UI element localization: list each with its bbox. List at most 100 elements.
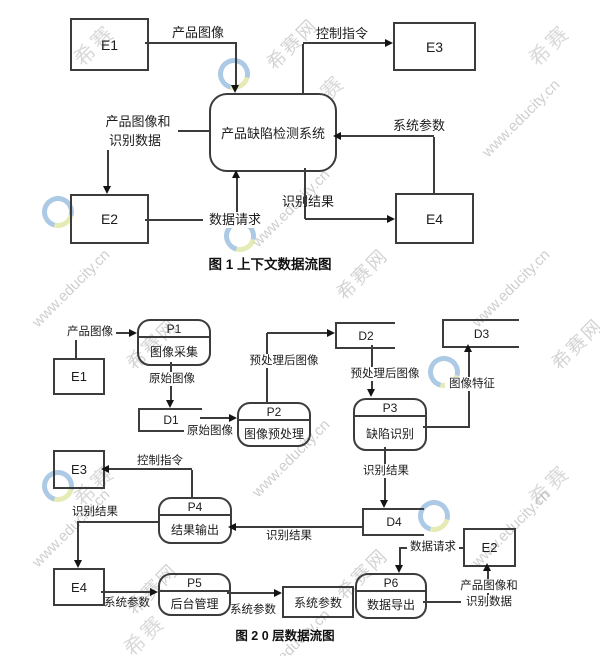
arrowhead-up-icon — [464, 344, 472, 352]
arrowhead-left-icon — [101, 465, 109, 473]
external-label: E3 — [71, 462, 87, 477]
flow-system-params-line — [433, 137, 435, 193]
process-p4: P4 结果输出 — [158, 497, 232, 544]
process-name: 图像预处理 — [243, 426, 304, 441]
flow-label: 原始图像 — [146, 372, 198, 386]
sink-system-params: 系统参数 — [282, 586, 354, 618]
process-defect-detection-system: 产品缺陷检测系统 — [209, 93, 337, 172]
flow-image-and-data-line — [107, 150, 109, 187]
flow-preprocessed-image-line — [267, 332, 327, 334]
flow-export-data-line — [423, 601, 489, 603]
store-label: D1 — [163, 413, 179, 427]
process-label: 产品缺陷检测系统 — [220, 126, 325, 141]
flow-label: 预处理后图像 — [246, 354, 322, 368]
flow-recog-result-line — [304, 168, 306, 219]
sink-label: 系统参数 — [293, 595, 342, 610]
external-e1: E1 — [70, 18, 149, 71]
arrowhead-down-icon — [166, 400, 174, 408]
external-label: E4 — [71, 579, 87, 595]
flow-label: 图像特征 — [445, 377, 499, 391]
flow-data-request-line — [236, 178, 238, 220]
flow-control-cmd-line — [302, 44, 304, 93]
flow-label: 原始图像 — [184, 424, 236, 438]
external-label: E4 — [425, 210, 444, 227]
external-label: E2 — [100, 211, 119, 227]
arrowhead-right-icon — [129, 329, 137, 337]
watermark-site: 希赛网 — [333, 245, 393, 305]
external-e2: E2 — [463, 528, 516, 567]
arrowhead-right-icon — [274, 589, 282, 597]
arrowhead-down-icon — [103, 186, 111, 194]
external-e2: E2 — [70, 194, 149, 244]
arrowhead-right-icon — [385, 39, 393, 47]
process-name: 图像采集 — [149, 344, 198, 359]
store-label: D4 — [386, 515, 402, 529]
flow-product-image-line — [145, 42, 237, 44]
external-label: E1 — [100, 36, 119, 53]
process-id: P6 — [357, 575, 425, 592]
external-e4: E4 — [395, 193, 474, 244]
arrowhead-right-icon — [327, 329, 335, 337]
flow-data-request-line — [145, 219, 237, 221]
flow-control-cmd-line — [191, 470, 193, 497]
arrowhead-down-icon — [395, 565, 403, 573]
store-d4: D4 — [362, 508, 424, 536]
arrowhead-right-icon — [387, 215, 395, 223]
watermark-url: www.educity.cn — [478, 76, 564, 161]
arrowhead-down-icon — [74, 560, 82, 568]
external-e3: E3 — [53, 450, 105, 489]
process-name: 后台管理 — [170, 596, 219, 611]
watermark-brand: 希赛 — [119, 610, 171, 656]
watermark-brand: 希赛 — [524, 460, 576, 512]
flow-system-params-line — [101, 591, 150, 593]
arrowhead-left-icon — [333, 132, 341, 140]
flow-product-image-line — [235, 44, 237, 86]
process-id: P5 — [160, 575, 229, 592]
flow-label: 数据请求 — [203, 212, 267, 228]
process-id: P1 — [139, 321, 209, 338]
process-p5: P5 后台管理 — [158, 573, 231, 616]
process-name: 数据导出 — [366, 598, 415, 612]
figure1-caption: 图 1 上下文数据流图 — [208, 257, 332, 272]
watermark-site: 希赛网 — [548, 315, 600, 375]
flow-label: 系统参数 — [104, 597, 150, 609]
external-label: E2 — [481, 540, 498, 555]
arrowhead-left-icon — [228, 523, 236, 531]
watermark-url: www.educity.cn — [28, 246, 114, 331]
process-name: 缺陷识别 — [365, 426, 414, 441]
process-p3: P3 缺陷识别 — [353, 398, 427, 451]
flow-recog-result-line — [77, 521, 158, 523]
arrowhead-up-icon — [232, 170, 240, 178]
process-name: 结果输出 — [170, 522, 219, 537]
flow-label: 识别结果 — [263, 529, 315, 543]
flow-label: 识别结果 — [72, 506, 118, 518]
flow-label: 识别结果 — [281, 194, 334, 209]
external-e4: E4 — [53, 568, 105, 606]
flow-system-params-line — [341, 135, 434, 137]
flow-label: 预处理后图像 — [347, 367, 423, 381]
flow-label: 产品图像和 — [105, 114, 171, 129]
flow-label: 产品图像 — [64, 325, 116, 339]
flow-label: 系统参数 — [392, 118, 445, 133]
store-label: D3 — [473, 326, 490, 341]
flow-label: 数据请求 — [407, 540, 459, 554]
flow-label: 控制指令 — [137, 455, 183, 467]
flow-control-cmd-line — [109, 468, 192, 470]
store-d3: D3 — [442, 319, 519, 348]
arrowhead-down-icon — [231, 85, 239, 93]
arrowhead-right-icon — [229, 414, 237, 422]
process-p6: P6 数据导出 — [355, 573, 427, 619]
store-d1: D1 — [138, 408, 202, 432]
flow-data-request-line — [399, 547, 401, 565]
flow-image-feature-line — [423, 426, 470, 428]
flow-label: 控制指令 — [315, 26, 368, 41]
flow-label: 产品图像 — [171, 25, 224, 40]
store-d2: D2 — [335, 322, 395, 349]
external-e3: E3 — [393, 22, 476, 71]
figure2-caption: 图 2 0 层数据流图 — [235, 629, 335, 643]
flow-label: 系统参数 — [230, 604, 276, 616]
flow-control-cmd-line — [303, 42, 385, 44]
arrowhead-down-icon — [367, 389, 375, 397]
flow-recog-result-line — [236, 526, 362, 528]
